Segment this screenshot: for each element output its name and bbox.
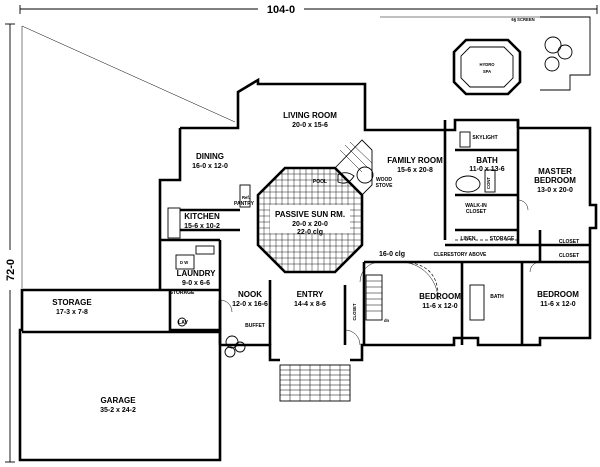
laundry-dim: 9-0 x 6-6 xyxy=(182,280,210,287)
sunroom-octagon xyxy=(256,166,364,274)
master-bedroom-name: MASTER xyxy=(538,167,572,176)
annotation-labels: SKYLIGHT POOL WOOD STOVE PANTRY WALK-IN … xyxy=(170,135,579,329)
wood-stove-note: WOOD xyxy=(376,177,392,183)
bath-2-note: BATH xyxy=(490,294,504,300)
storage-small-note: STORAGE xyxy=(490,236,515,242)
entry-name: ENTRY xyxy=(297,290,324,299)
linen-note: LINEN xyxy=(461,236,476,242)
pantry-note: PANTRY xyxy=(234,201,255,207)
fixtures xyxy=(167,131,518,327)
pool-note: POOL xyxy=(313,179,327,185)
laundry-storage-note: STORAGE xyxy=(170,290,195,296)
nook-dim: 12-0 x 16-6 xyxy=(232,301,268,308)
laundry-name: LAUNDRY xyxy=(177,269,216,278)
stair-dn-label: dn xyxy=(384,318,390,323)
cont-note: CONT xyxy=(486,177,491,189)
skylight-note: SKYLIGHT xyxy=(472,135,497,141)
walkin-closet-note: WALK-IN xyxy=(465,203,487,209)
hydro-spa-label: HYDRO xyxy=(479,62,495,67)
master-bedroom-dim: 13-0 x 20-0 xyxy=(537,187,573,194)
site-outline xyxy=(21,16,540,288)
garage-dim: 35-2 x 24-2 xyxy=(100,407,136,414)
wood-stove-stair xyxy=(334,139,374,196)
kitchen-dim: 15-6 x 10-2 xyxy=(184,223,220,230)
nook-name: NOOK xyxy=(238,290,262,299)
hydro-spa: HYDRO SPA xyxy=(452,38,522,96)
entry-dim: 14-4 x 8-6 xyxy=(294,301,326,308)
ceiling-16-note: 16-0 clg xyxy=(379,251,405,258)
clerestory-note: CLERESTORY ABOVE xyxy=(434,252,487,258)
family-room-name: FAMILY ROOM xyxy=(387,156,443,165)
garage-name: GARAGE xyxy=(100,396,136,405)
buffet-note: BUFFET xyxy=(245,323,265,329)
ref-note: Ref. xyxy=(242,195,250,200)
master-bath-name: BATH xyxy=(476,156,498,165)
walkin-closet-note-2: CLOSET xyxy=(466,209,486,215)
wood-stove-note-2: STOVE xyxy=(376,183,394,189)
hydro-spa-label-2: SPA xyxy=(483,69,491,74)
lav-note: LAV xyxy=(178,320,188,326)
sunroom-dim: 20-0 x 20-0 xyxy=(292,221,328,228)
overall-dimensions: 104-0 72-0 xyxy=(5,4,598,463)
dw-note: D W xyxy=(180,260,188,265)
overall-width-label: 104-0 xyxy=(267,4,295,16)
storage-name: STORAGE xyxy=(52,298,92,307)
living-room-dim: 20-0 x 15-6 xyxy=(292,122,328,129)
screen-note: 6§ SCREEN xyxy=(511,17,534,22)
storage-dim: 17-3 x 7-8 xyxy=(56,309,88,316)
bedroom-2-dim: 11-6 x 12-0 xyxy=(422,303,458,310)
master-bedroom-name-2: BEDROOM xyxy=(534,176,576,185)
kitchen-name: KITCHEN xyxy=(184,212,220,221)
door-swings xyxy=(219,199,541,346)
screen-enclosure: 6§ SCREEN xyxy=(224,16,591,358)
dining-name: DINING xyxy=(196,152,224,161)
sunroom-name: PASSIVE SUN RM. xyxy=(275,210,345,219)
closet-note: CLOSET xyxy=(559,239,579,245)
room-labels: LIVING ROOM 20-0 x 15-6 DINING 16-0 x 12… xyxy=(52,111,579,414)
bedroom-3-dim: 11-6 x 12-0 xyxy=(540,301,576,308)
master-bath-dim: 11-0 x 13-6 xyxy=(469,166,505,173)
living-room-name: LIVING ROOM xyxy=(283,111,337,120)
family-room-dim: 15-6 x 20-8 xyxy=(397,167,433,174)
entry-closet-note: CLOSET xyxy=(352,303,357,320)
bedroom-3-name: BEDROOM xyxy=(537,290,579,299)
overall-depth-label: 72-0 xyxy=(5,259,17,281)
bedroom-2-name: BEDROOM xyxy=(419,292,461,301)
front-steps xyxy=(279,364,351,402)
sunroom-ceiling: 22-0 clg xyxy=(297,229,323,236)
dining-dim: 16-0 x 12-0 xyxy=(192,163,228,170)
closet-note-2: CLOSET xyxy=(559,253,579,259)
interior-stair: dn xyxy=(365,274,390,323)
